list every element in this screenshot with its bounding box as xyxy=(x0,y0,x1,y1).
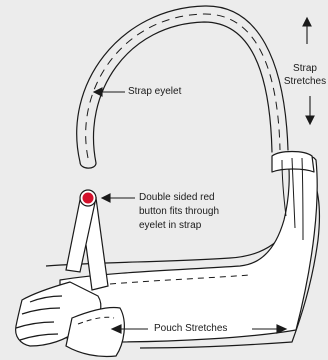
pouch-stretches-label: Pouch Stretches xyxy=(154,323,227,335)
red-button-dot xyxy=(83,193,94,204)
strap-eyelet-end xyxy=(80,162,96,168)
shoulder-strap xyxy=(77,6,288,163)
red-button-label-line-3: eyelet in strap xyxy=(139,220,201,232)
strap-eyelet-label: Strap eyelet xyxy=(128,86,181,98)
strap-stitching xyxy=(86,14,280,158)
red-button-label-line-2: button fits through xyxy=(139,206,219,218)
strap-stretches-label-line-2: Stretches xyxy=(282,76,328,88)
red-button-label-line-1: Double sided red xyxy=(139,192,215,204)
strap-stretches-label-line-1: Strap xyxy=(282,63,328,75)
